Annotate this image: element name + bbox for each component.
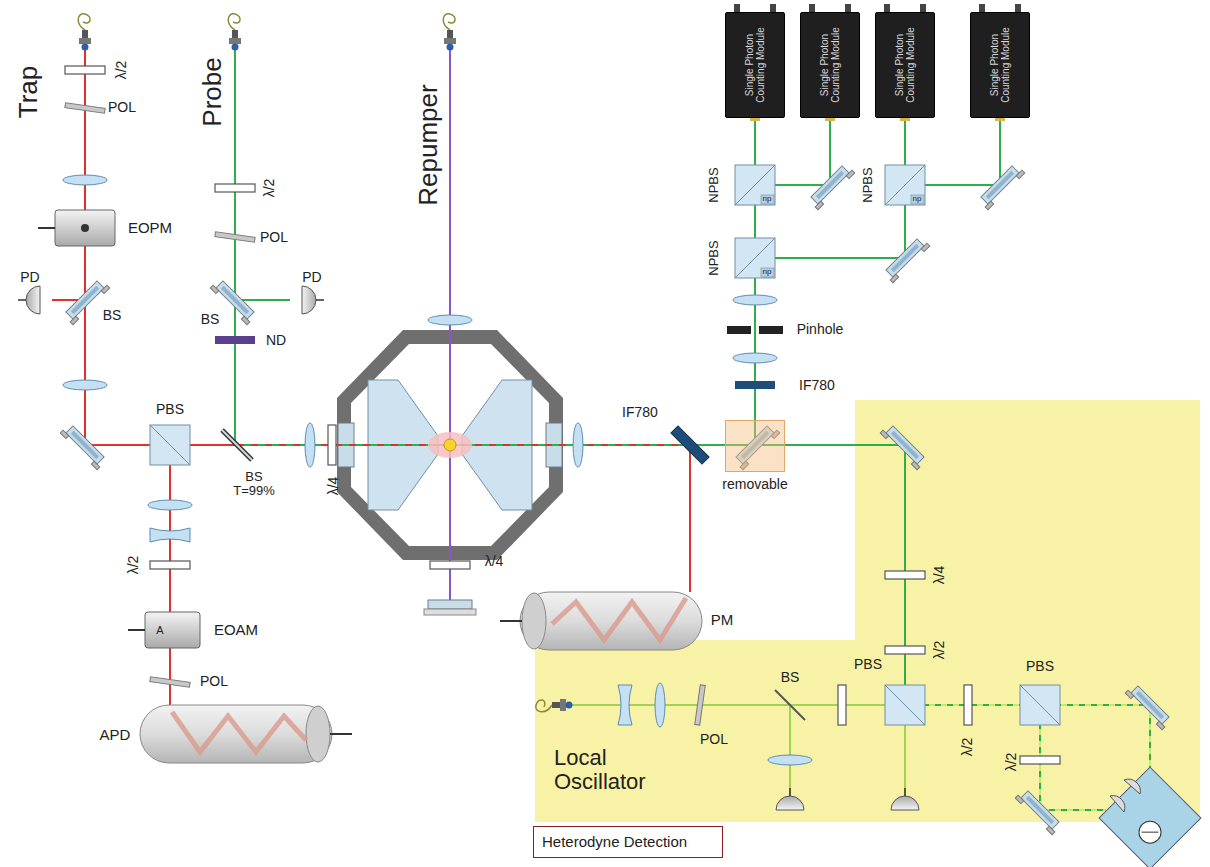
part-label: BS: [781, 670, 800, 685]
detector-name: Single Photon Counting Module: [744, 17, 766, 113]
part-label: POL: [108, 100, 136, 115]
part-label: Pinhole: [797, 322, 844, 337]
removable-box: [725, 420, 785, 472]
part-label: PBS: [854, 657, 882, 672]
part-label: NPBS: [707, 167, 721, 202]
part-label: λ/4: [326, 477, 341, 496]
part-label: λ/4: [485, 554, 504, 569]
part-label: PBS: [1026, 659, 1054, 674]
part-label: EOAM: [214, 622, 258, 639]
part-label: PD: [20, 270, 39, 285]
part-label: np: [913, 195, 922, 204]
beam-name: Repumper: [414, 84, 443, 205]
part-label: IF780: [622, 405, 658, 420]
part-label: NPBS: [707, 240, 721, 275]
part-label: np: [763, 268, 772, 277]
beam-name: Trap: [14, 66, 43, 119]
detector-name: Single Photon Counting Module: [819, 17, 841, 113]
part-label: BS: [201, 312, 220, 327]
part-label: ND: [266, 333, 286, 348]
part-label: λ/2: [960, 738, 975, 757]
part-label: λ/2: [126, 556, 141, 575]
part-label: BS: [103, 308, 122, 323]
part-label: PD: [302, 270, 321, 285]
photon-counter: Single Photon Counting Module: [725, 12, 785, 118]
part-label: PBS: [156, 402, 184, 417]
part-label: POL: [200, 674, 228, 689]
photon-counter: Single Photon Counting Module: [800, 12, 860, 118]
part-label: A: [156, 624, 163, 636]
part-label: POL: [260, 230, 288, 245]
part-label: APD: [100, 727, 131, 744]
part-label: λ/2: [932, 641, 947, 660]
part-label: λ/2: [262, 179, 277, 198]
part-label: λ/2: [114, 61, 129, 80]
part-label: EOPM: [128, 220, 172, 237]
part-label: IF780: [799, 378, 835, 393]
region-title: Heterodyne Detection: [542, 833, 714, 850]
part-label: POL: [700, 732, 728, 747]
part-label: λ/2: [1004, 753, 1019, 772]
detector-name: Single Photon Counting Module: [894, 17, 916, 113]
removable-mirror: removable: [715, 418, 795, 494]
photon-counter: Single Photon Counting Module: [875, 12, 935, 118]
part-label: np: [763, 195, 772, 204]
region-label-box: Heterodyne Detection: [533, 826, 723, 858]
photon-counter: Single Photon Counting Module: [970, 12, 1030, 118]
part-label: removable: [715, 476, 795, 492]
part-label: NPBS: [861, 167, 875, 202]
detector-name: Single Photon Counting Module: [989, 17, 1011, 113]
beam-name: Local Oscillator: [554, 746, 674, 794]
beam-name: Probe: [198, 57, 227, 126]
part-label: λ/4: [932, 566, 947, 585]
part-label: BS T=99%: [228, 470, 280, 499]
part-label: PM: [711, 612, 734, 629]
